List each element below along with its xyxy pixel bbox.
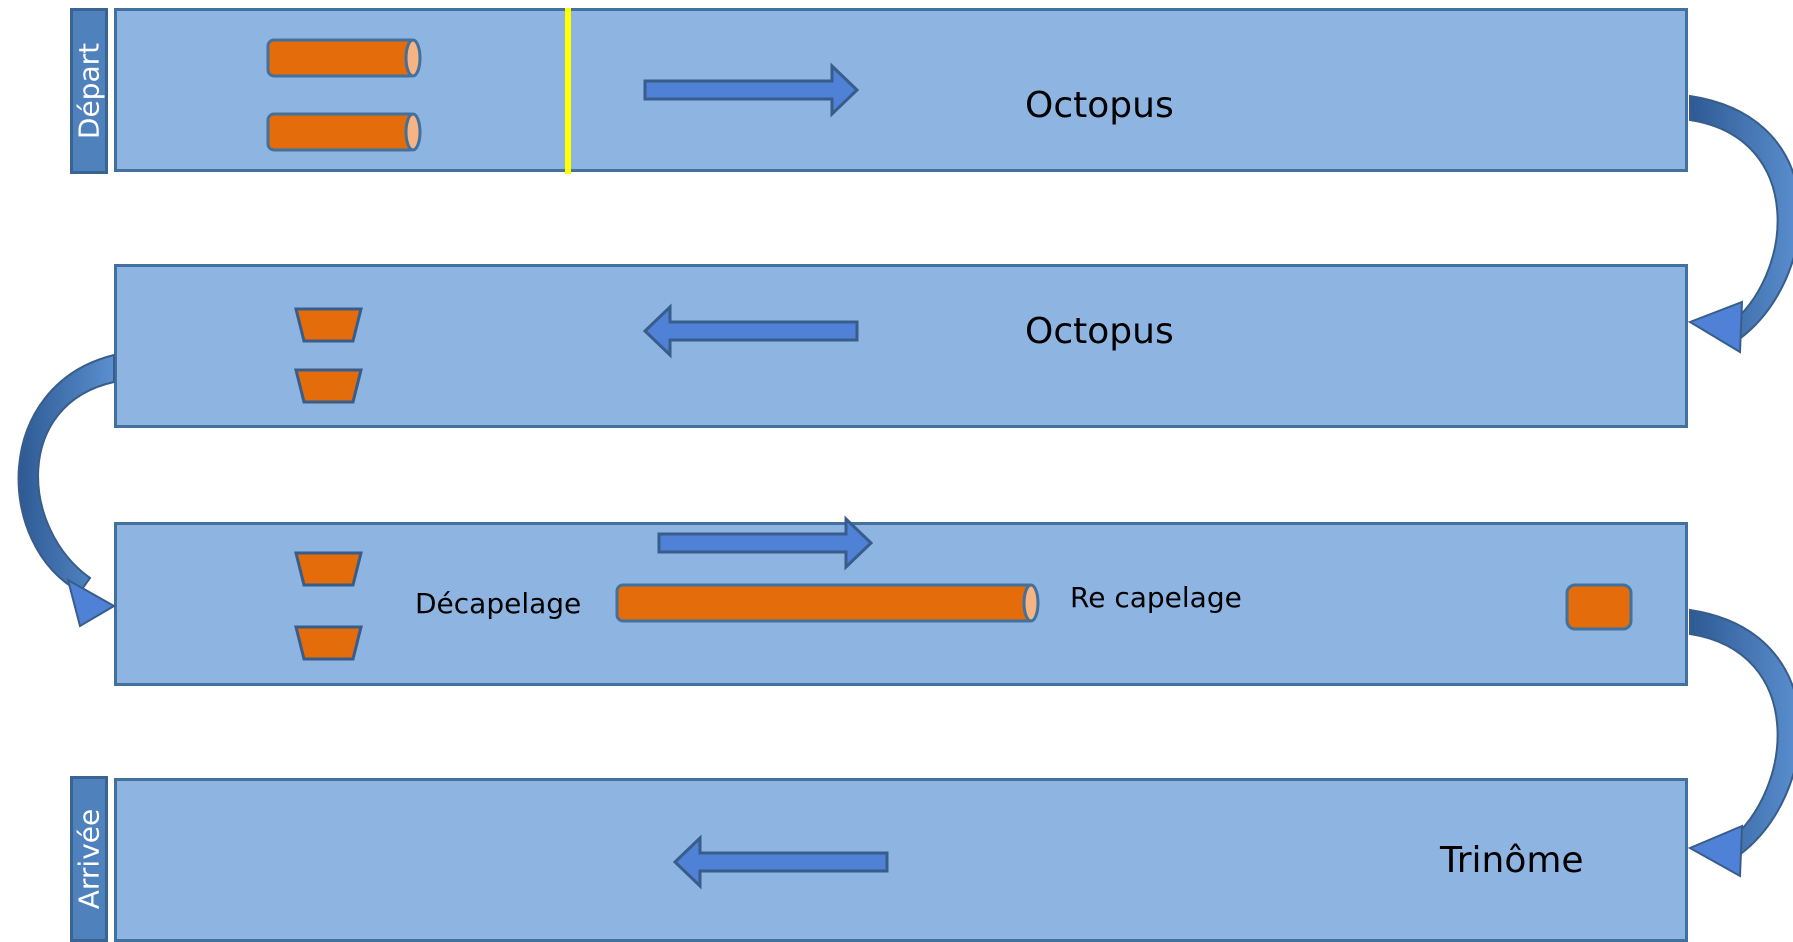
cable-end-cap-icon xyxy=(294,307,363,343)
lane-1-label: Octopus xyxy=(1025,85,1174,126)
curved-arrow-icon xyxy=(17,353,115,594)
curved-arrow-head-icon xyxy=(1687,824,1744,878)
arrow-left-icon xyxy=(642,303,859,359)
long-cable-icon xyxy=(615,583,1040,623)
arrow-right-icon xyxy=(643,62,860,118)
lane-4-label: Trinôme xyxy=(1440,840,1584,881)
start-tab: Départ xyxy=(70,8,108,174)
end-tab: Arrivée xyxy=(70,776,108,942)
lane-3-label-right: Re capelage xyxy=(1070,581,1242,614)
cable-end-cap-icon xyxy=(294,625,363,661)
curved-arrow-head-icon xyxy=(1687,300,1744,354)
arrow-left-icon xyxy=(672,834,889,890)
lane-4 xyxy=(114,778,1688,942)
cable-end-cap-icon xyxy=(294,368,363,404)
cable-icon xyxy=(266,38,422,78)
curved-arrow-head-icon xyxy=(66,577,117,628)
curved-arrow-icon xyxy=(1689,608,1793,858)
cable-block-icon xyxy=(1565,583,1633,631)
lane-2 xyxy=(114,264,1688,428)
lane-2-label: Octopus xyxy=(1025,311,1174,352)
arrow-right-icon xyxy=(657,515,874,571)
lane-3-label-left: Décapelage xyxy=(415,587,582,620)
cable-icon xyxy=(266,112,422,152)
cable-end-cap-icon xyxy=(294,551,363,587)
